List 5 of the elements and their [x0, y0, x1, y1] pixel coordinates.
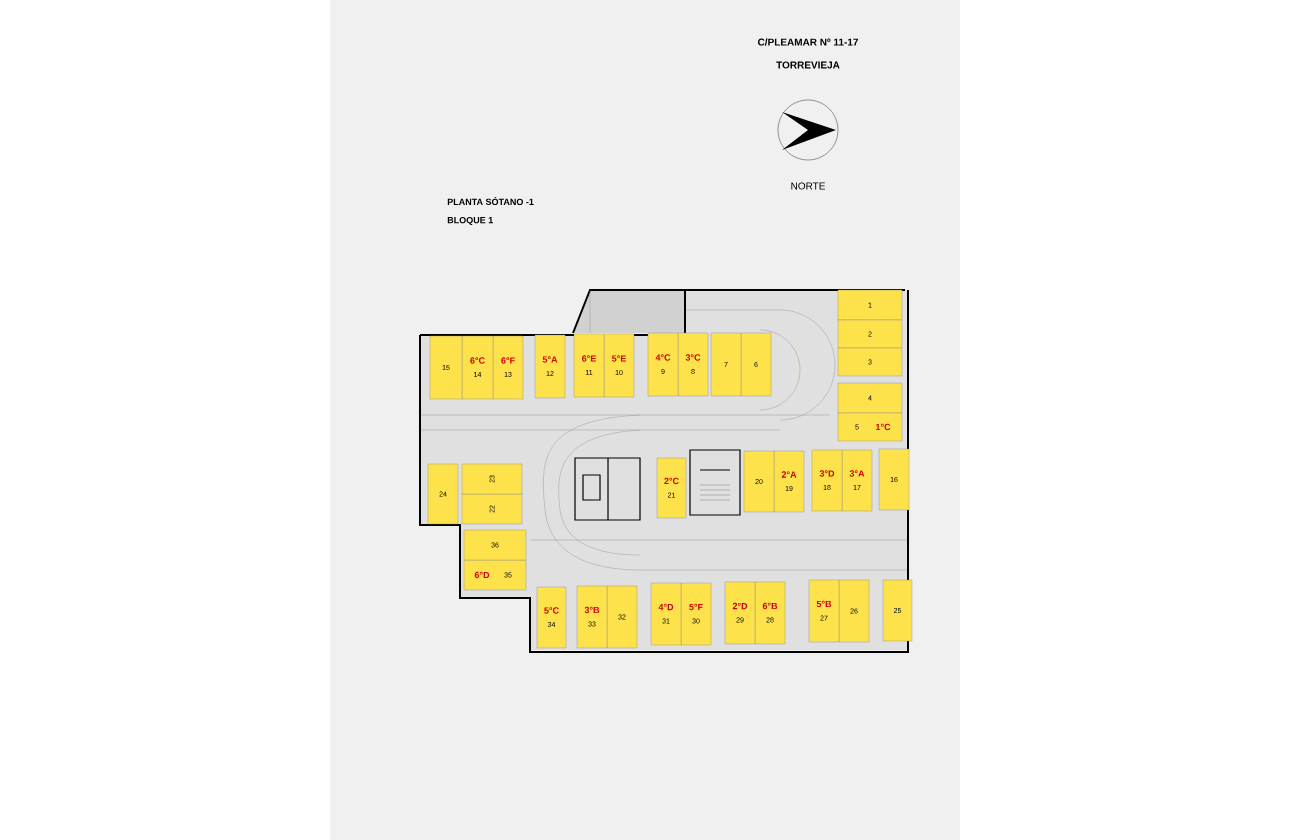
floor-label: PLANTA SÓTANO -1 [447, 196, 534, 206]
north-label: NORTE [791, 182, 825, 190]
city-text: TORREVIEJA [776, 61, 840, 69]
block-label: BLOQUE 1 [447, 216, 493, 226]
address-text: C/PLEAMAR Nº 11-17 [757, 38, 858, 46]
